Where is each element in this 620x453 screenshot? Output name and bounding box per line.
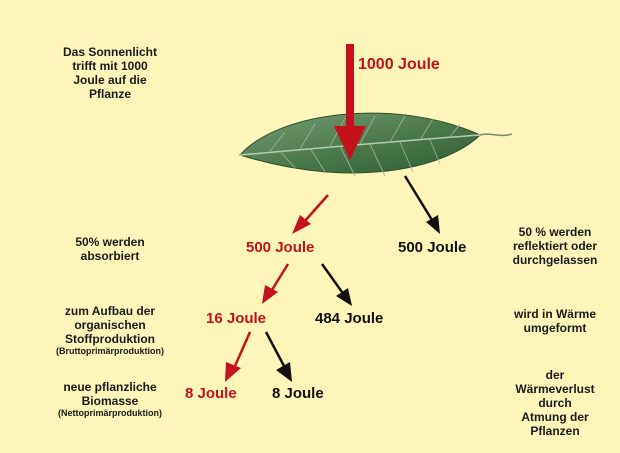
leaf-icon [239,112,513,177]
net-production-term: (Nettoprimärproduktion) [58,408,162,418]
respiration-arrow [264,331,292,382]
value-heat: 484 Joule [315,310,384,327]
heat-arrow [320,263,352,306]
absorbed-arrow [292,194,329,234]
value-net: 8 Joule [185,385,237,402]
input-arrow [334,44,366,160]
value-respiration: 8 Joule [272,385,324,402]
gross-production-term: (Bruttoprimärproduktion) [56,346,164,356]
gross-arrow [262,263,290,304]
reflected-arrow [403,175,440,234]
value-input: 1000 Joule [358,56,440,73]
value-absorbed: 500 Joule [246,239,315,256]
net-arrow [225,331,252,382]
value-gross: 16 Joule [206,310,267,327]
value-reflected: 500 Joule [398,239,467,256]
